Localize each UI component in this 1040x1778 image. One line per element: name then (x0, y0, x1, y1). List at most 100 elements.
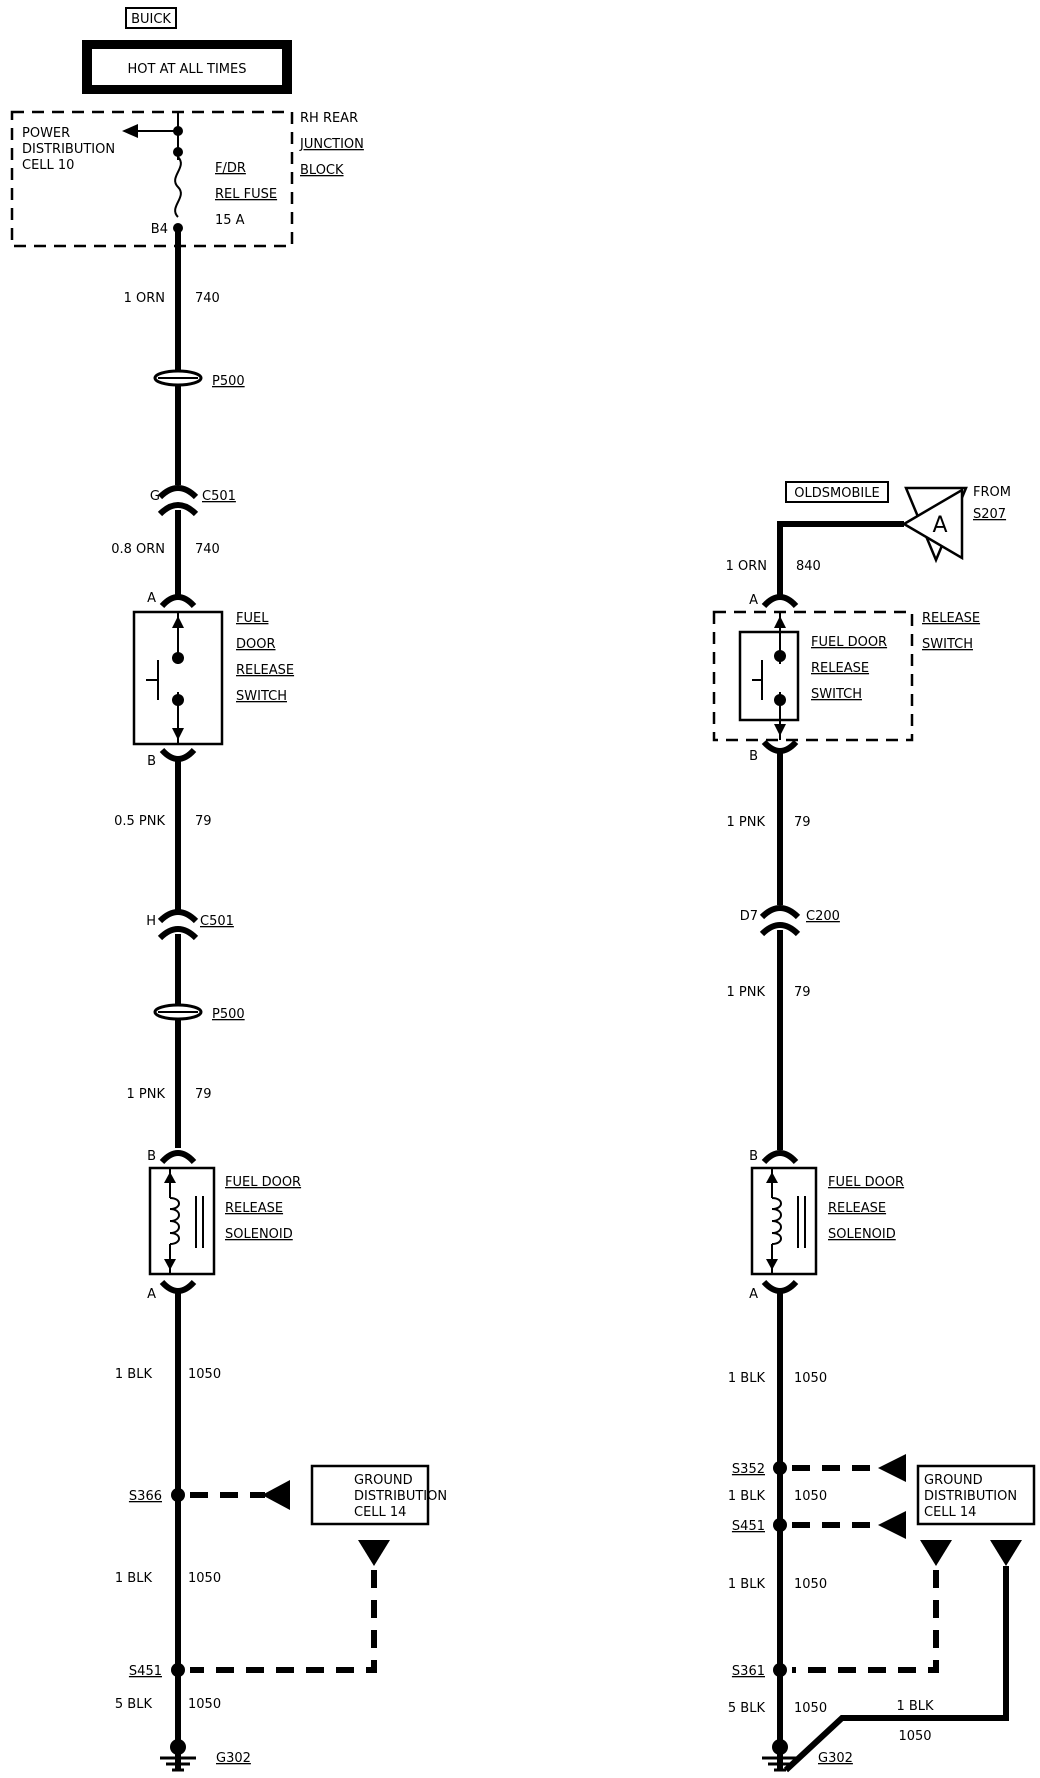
wire-circuit: 740 (195, 542, 220, 557)
release-switch-line1: RELEASE (922, 611, 980, 626)
splice-label: S352 (732, 1462, 765, 1477)
fuse-terminal-top (173, 147, 183, 157)
wire-gauge: 1 BLK (728, 1371, 766, 1386)
solenoid-coil-icon (766, 1168, 806, 1274)
solenoid-label-line2: RELEASE (828, 1201, 886, 1216)
wire-circuit: 1050 (188, 1697, 221, 1712)
arrow-left-icon (122, 124, 138, 138)
oldsmobile-tag: OLDSMOBILE (794, 486, 879, 501)
release-switch-line2: SWITCH (922, 637, 973, 652)
wire-circuit: 1050 (794, 1371, 827, 1386)
solenoid-label-line3: SOLENOID (225, 1227, 293, 1242)
ground-label: G302 (818, 1751, 853, 1766)
solenoid-connector-bottom (159, 1279, 197, 1294)
wire-gauge: 5 BLK (115, 1697, 153, 1712)
wire-gauge: 0.8 ORN (111, 542, 165, 557)
from-label-line2: S207 (973, 507, 1006, 522)
splice-label: S366 (129, 1489, 162, 1504)
oldsmobile-circuit: OLDSMOBILE A FROM S207 1 ORN 840 A FUEL … (712, 481, 1036, 1773)
wire-840 (777, 521, 904, 600)
p500-passthrough-icon (153, 1003, 203, 1021)
switch-connector-top (159, 594, 197, 609)
ground-dashed-return (190, 1570, 377, 1673)
switch-connector-bottom (159, 747, 197, 762)
wire-circuit: 79 (195, 1087, 212, 1102)
ground-triangle-icon (920, 1540, 952, 1566)
solenoid-connector-top (159, 1150, 197, 1165)
wire-gauge: 1 PNK (127, 1087, 166, 1102)
switch-connector-top (761, 594, 799, 609)
ground-dashed-return (792, 1570, 939, 1673)
wire-circuit: 740 (195, 291, 220, 306)
jumper-wire-1050 (783, 1566, 1009, 1773)
ground-arrow-icon (878, 1511, 906, 1539)
fuel-door-release-solenoid (148, 1166, 216, 1276)
connector-label: C501 (200, 914, 234, 929)
ground-dist-line3: CELL 14 (924, 1505, 976, 1520)
switch-label-line1: FUEL DOOR (811, 635, 887, 650)
ground-dist-line1: GROUND (924, 1473, 983, 1488)
ground-dist-line3: CELL 14 (354, 1505, 406, 1520)
ground-dist-line2: DISTRIBUTION (354, 1489, 447, 1504)
switch-label-line1: FUEL (236, 611, 269, 626)
connector-icon (157, 909, 199, 924)
solenoid-label-line1: FUEL DOOR (828, 1175, 904, 1190)
wire-gauge: 1 PNK (727, 815, 766, 830)
wire-circuit: 1050 (794, 1577, 827, 1592)
ground-arrow-icon (878, 1454, 906, 1482)
ground-label: G302 (216, 1751, 251, 1766)
solenoid-connector-bottom (761, 1279, 799, 1294)
wire-circuit: 79 (794, 985, 811, 1000)
ground-arrow-icon (262, 1480, 290, 1510)
pin-label: A (749, 1287, 758, 1302)
wire-gauge: 1 BLK (115, 1367, 153, 1382)
release-switch-dashed-box (712, 610, 914, 742)
rh-rear-junction-block (10, 110, 294, 248)
wire-circuit: 79 (794, 815, 811, 830)
pin-label: B (147, 1149, 156, 1164)
buick-circuit: BUICK HOT AT ALL TIMES POWER DISTRIBUTIO… (10, 7, 447, 1772)
ground-distribution-box (916, 1464, 1036, 1526)
splice-dot-s451 (773, 1518, 787, 1532)
solenoid-coil-icon (164, 1168, 204, 1274)
connector-icon (157, 485, 199, 500)
pin-label: B (147, 754, 156, 769)
solenoid-label-line3: SOLENOID (828, 1227, 896, 1242)
fuel-door-release-solenoid (750, 1166, 818, 1276)
wire-gauge: 5 BLK (728, 1701, 766, 1716)
buick-tag-box (125, 7, 177, 29)
ground-symbol-icon (160, 1739, 196, 1772)
solenoid-connector-top (761, 1150, 799, 1165)
hot-at-all-times-label: HOT AT ALL TIMES (127, 62, 246, 77)
p500-label: P500 (212, 374, 245, 389)
splice-dot (173, 126, 183, 136)
fuse-line1: F/DR (215, 161, 246, 176)
wire-gauge: 1 BLK (115, 1571, 153, 1586)
ground-triangle-icon (990, 1540, 1022, 1566)
power-dist-line3: CELL 10 (22, 158, 74, 173)
switch-label-line2: RELEASE (811, 661, 869, 676)
switch-contacts-icon (146, 612, 184, 744)
ground-dist-line2: DISTRIBUTION (924, 1489, 1017, 1504)
switch-connector-bottom (761, 739, 799, 754)
wire-circuit: 1050 (188, 1571, 221, 1586)
wire-gauge: 1 BLK (728, 1489, 766, 1504)
connector-letter: A (932, 513, 947, 538)
junction-line3: BLOCK (300, 163, 344, 178)
wire-circuit: 1050 (188, 1367, 221, 1382)
p500-label: P500 (212, 1007, 245, 1022)
switch-label-line3: SWITCH (811, 687, 862, 702)
ground-distribution-box (310, 1464, 430, 1526)
buick-tag: BUICK (131, 12, 171, 27)
fuse-line3: 15 A (215, 213, 245, 228)
ground-dist-line1: GROUND (354, 1473, 413, 1488)
connector-label: C501 (202, 489, 236, 504)
wire-gauge: 1 ORN (726, 559, 767, 574)
ground-triangle-icon (358, 1540, 390, 1566)
wire-circuit: 1050 (794, 1489, 827, 1504)
pin-label: A (147, 1287, 156, 1302)
switch-label-line2: DOOR (236, 637, 276, 652)
splice-dot-s451 (171, 1663, 185, 1677)
pin-label: H (146, 914, 156, 929)
